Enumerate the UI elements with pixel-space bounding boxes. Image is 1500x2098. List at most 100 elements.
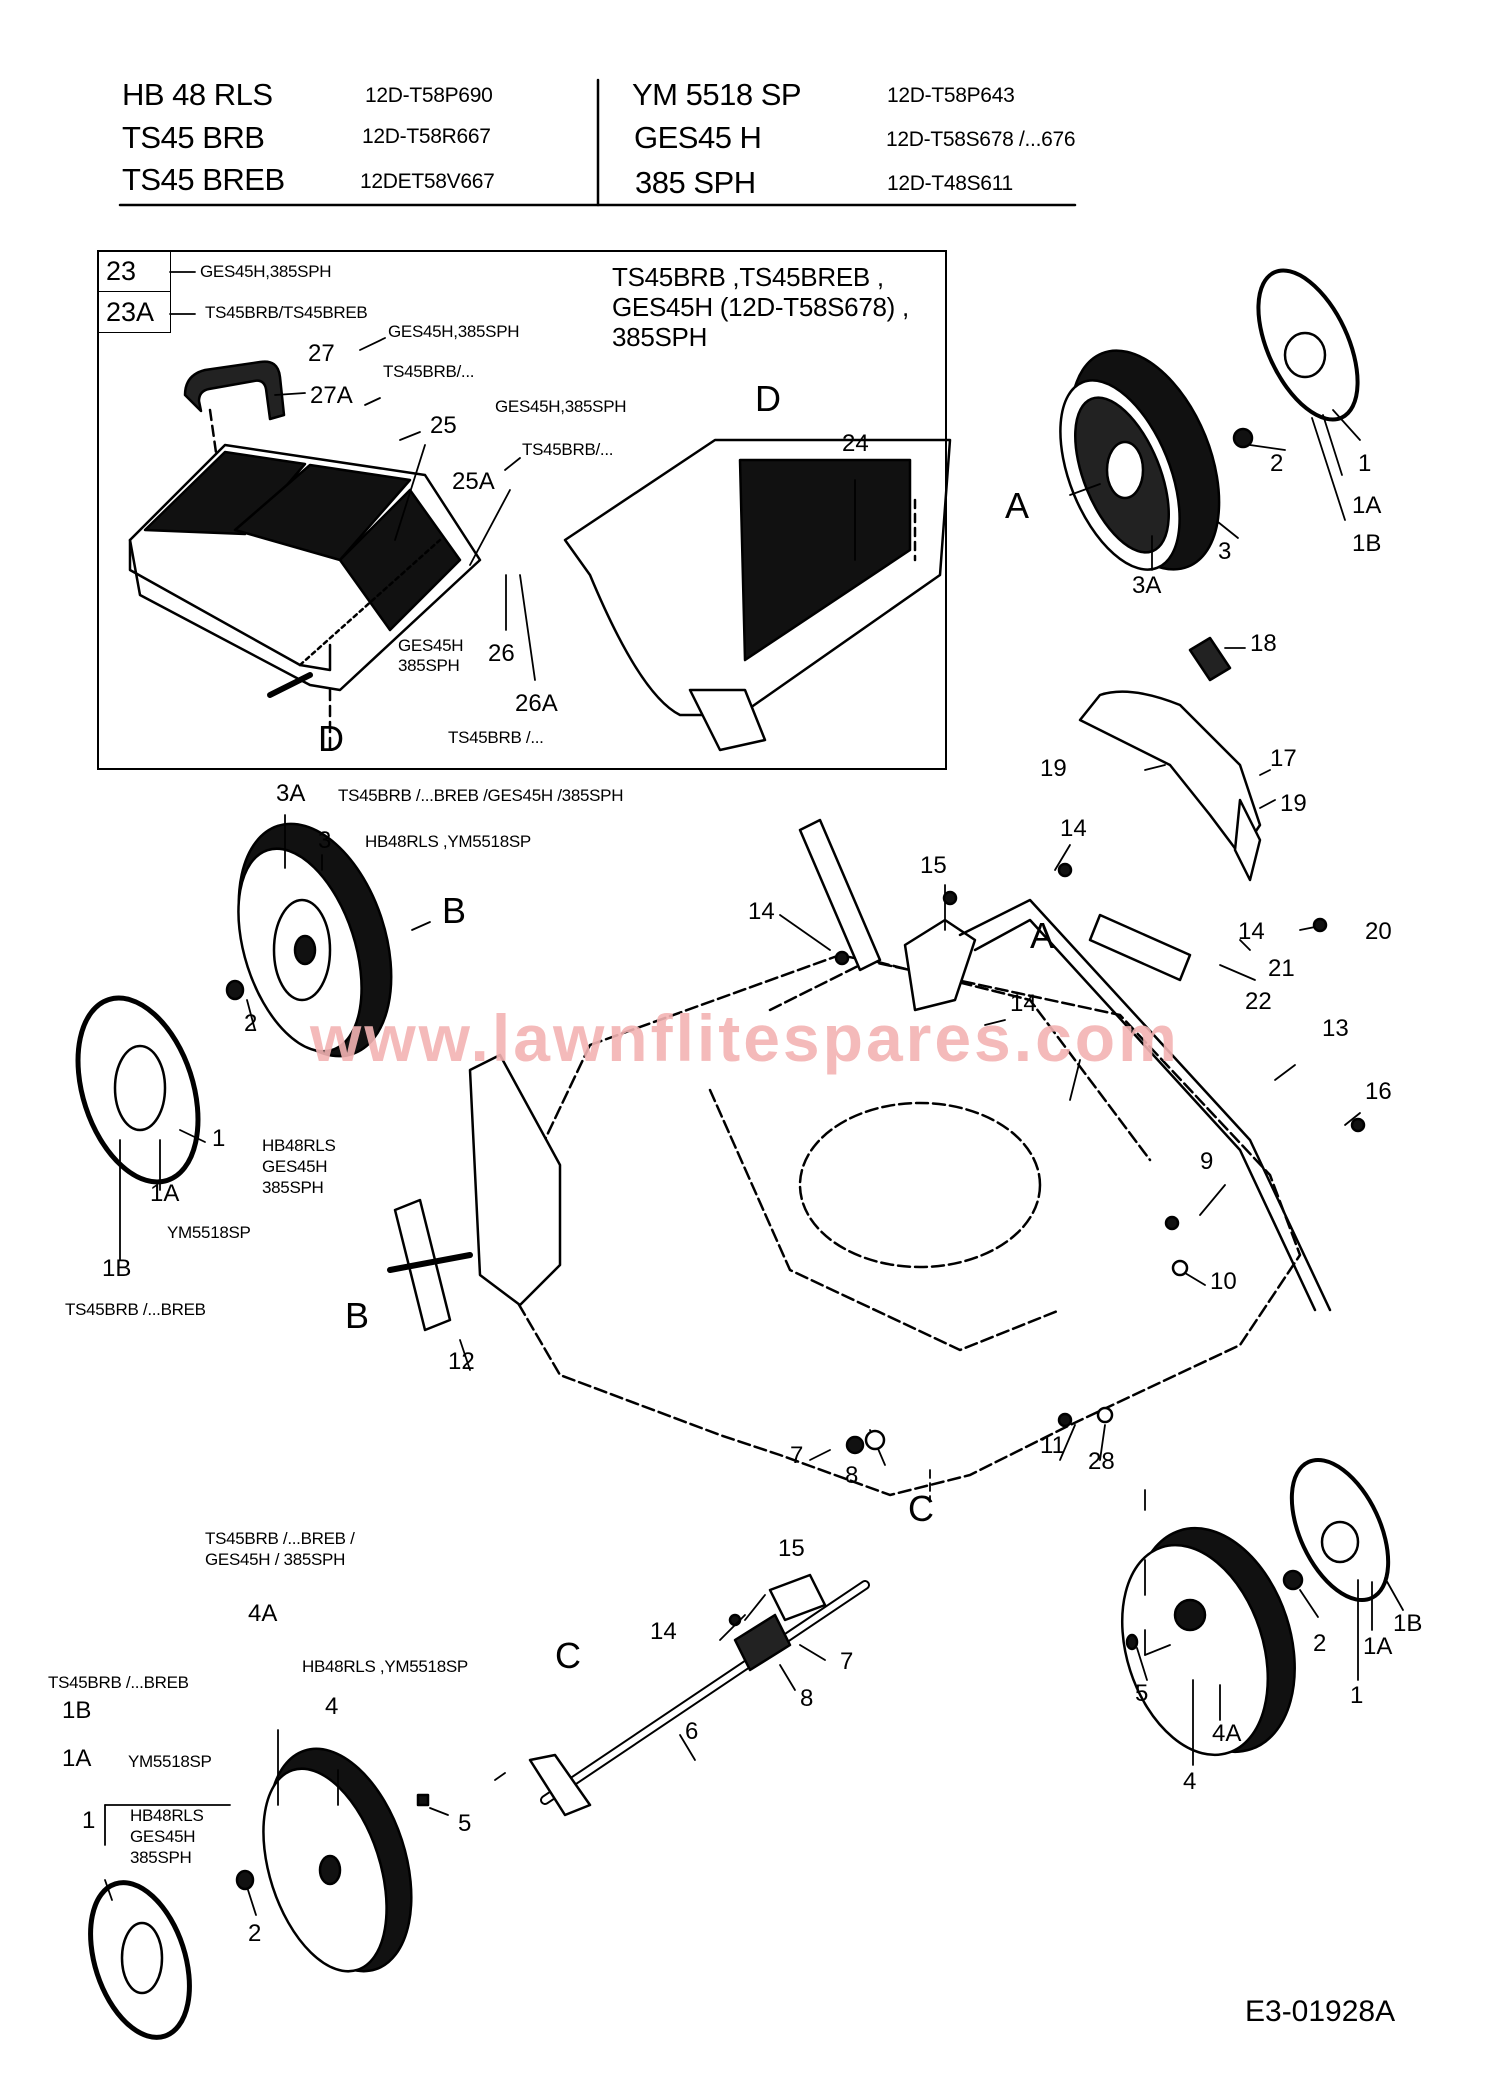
part-label: 5 [458, 1810, 472, 1837]
part-label: 19 [1040, 755, 1067, 782]
front-left-leader-lines [104, 1729, 449, 1916]
part-label: 2 [1270, 450, 1284, 477]
part-label: 14 [1060, 815, 1087, 842]
part-label: 4A [248, 1600, 278, 1627]
part-label: 1A [1363, 1633, 1393, 1660]
handle-lower-bracket-illustration [798, 818, 977, 1012]
part-label: 14 [1010, 990, 1037, 1017]
part-label: 1B [1352, 530, 1382, 557]
part-note: TS45BRB/... [522, 440, 614, 459]
part-label: 22 [1245, 988, 1272, 1015]
detail-ref-c: C [908, 1488, 934, 1529]
part-label: 6 [685, 1718, 699, 1745]
legend-part-box: 23A [97, 291, 171, 333]
part-label: 16 [1365, 1078, 1392, 1105]
model-name: TS45 BREB [122, 162, 285, 197]
wheel-a-leader-lines [1069, 409, 1361, 571]
detail-ref-d: D [318, 718, 344, 759]
part-label: 27 [308, 340, 335, 367]
handle-upper-illustration [1078, 636, 1262, 882]
model-name: GES45 H [634, 120, 762, 155]
legend-models: TS45BRB/TS45BREB [205, 303, 368, 322]
part-label: 1A [1352, 492, 1382, 519]
part-label: 1A [150, 1180, 180, 1207]
hardware-fasteners [834, 862, 1366, 1455]
part-label: 3 [318, 827, 332, 854]
part-note: TS45BRB /... [448, 728, 544, 747]
model-name: TS45 BRB [122, 120, 265, 155]
part-label: 7 [840, 1648, 854, 1675]
mower-deck-illustration [488, 953, 1302, 1497]
part-label: 2 [248, 1920, 262, 1947]
part-label: 19 [1280, 790, 1307, 817]
part-label: 26A [515, 690, 558, 717]
part-note: TS45BRB /...BREB [65, 1300, 206, 1319]
model-name: 385 SPH [635, 165, 756, 200]
part-label: 4A [1212, 1720, 1242, 1747]
part-label: 25 [430, 412, 457, 439]
part-note-line: TS45BRB /...BREB / [205, 1529, 355, 1548]
inset-title: TS45BRB ,TS45BREB , GES45H (12D-T58S678)… [612, 262, 909, 352]
part-label: 8 [800, 1685, 814, 1712]
grass-catcher-inset [97, 250, 947, 770]
part-label: 26 [488, 640, 515, 667]
part-note-line: HB48RLS [262, 1136, 336, 1155]
part-label: 3A [276, 780, 306, 807]
part-note: TS45BRB /...BREB /GES45H /385SPH [338, 786, 624, 805]
part-label: 24 [842, 430, 869, 457]
model-name: HB 48 RLS [122, 77, 273, 112]
part-note: YM5518SP [128, 1752, 212, 1771]
part-label: 1 [212, 1125, 226, 1152]
part-label: 1 [1350, 1682, 1364, 1709]
part-label: 21 [1268, 955, 1295, 982]
part-label: 18 [1250, 630, 1277, 657]
part-label: 1B [62, 1697, 92, 1724]
part-label: 10 [1210, 1268, 1237, 1295]
detail-ref-a: A [1005, 485, 1030, 526]
part-note-line: 385SPH [262, 1178, 324, 1197]
part-label: 15 [778, 1535, 805, 1562]
rear-wheel-a-illustration [1059, 268, 1360, 571]
part-label: 2 [244, 1010, 258, 1037]
part-label: 11 [1040, 1432, 1065, 1459]
part-label: 14 [748, 898, 775, 925]
legend-part-box: 23 [97, 250, 171, 292]
part-label: 1B [102, 1255, 132, 1282]
model-code: 12D-T58P690 [365, 84, 493, 107]
document-id: E3-01928A [1245, 1995, 1396, 2028]
model-code: 12D-T58P643 [887, 84, 1015, 107]
part-label: 9 [1200, 1148, 1214, 1175]
part-note-line: 385SPH [130, 1848, 192, 1867]
part-note-line: GES45H [398, 636, 464, 655]
detail-ref-d: D [755, 378, 781, 419]
detail-ref-b: B [442, 890, 467, 931]
part-note-line: GES45H [262, 1157, 328, 1176]
part-note: GES45H,385SPH [388, 322, 520, 341]
axle-c-illustration [528, 1573, 870, 1817]
part-label: 8 [845, 1462, 859, 1489]
model-code: 12D-T48S611 [887, 172, 1013, 195]
part-label: 3A [1132, 572, 1162, 599]
part-label: 15 [920, 852, 947, 879]
part-label: 13 [1322, 1015, 1349, 1042]
legend-models: GES45H,385SPH [200, 262, 332, 281]
model-code: 12DET58V667 [360, 170, 495, 193]
part-note: HB48RLS ,YM5518SP [365, 832, 531, 851]
deck-leader-lines [459, 647, 1361, 1501]
height-adjuster-b-illustration [387, 1053, 562, 1332]
model-code: 12D-T58R667 [362, 125, 491, 148]
front-wheel-left-illustration [88, 1747, 430, 2040]
model-name: YM 5518 SP [632, 77, 802, 112]
detail-ref-a: A [1030, 915, 1055, 956]
part-label: 1 [1358, 450, 1372, 477]
part-label: 7 [790, 1442, 804, 1469]
part-label: 1 [82, 1807, 96, 1834]
handle-lower-tube-illustration [958, 898, 1332, 1312]
part-note: HB48RLS GES45H 385SPH [130, 1805, 204, 1868]
part-note: HB48RLS ,YM5518SP [302, 1657, 468, 1676]
part-note: TS45BRB /...BREB / GES45H / 385SPH [205, 1528, 355, 1570]
part-label: 4 [325, 1693, 339, 1720]
part-label: 3 [1218, 538, 1232, 565]
watermark: www.lawnflitespares.com [310, 1001, 1180, 1075]
part-note-line: 385SPH [398, 656, 460, 675]
